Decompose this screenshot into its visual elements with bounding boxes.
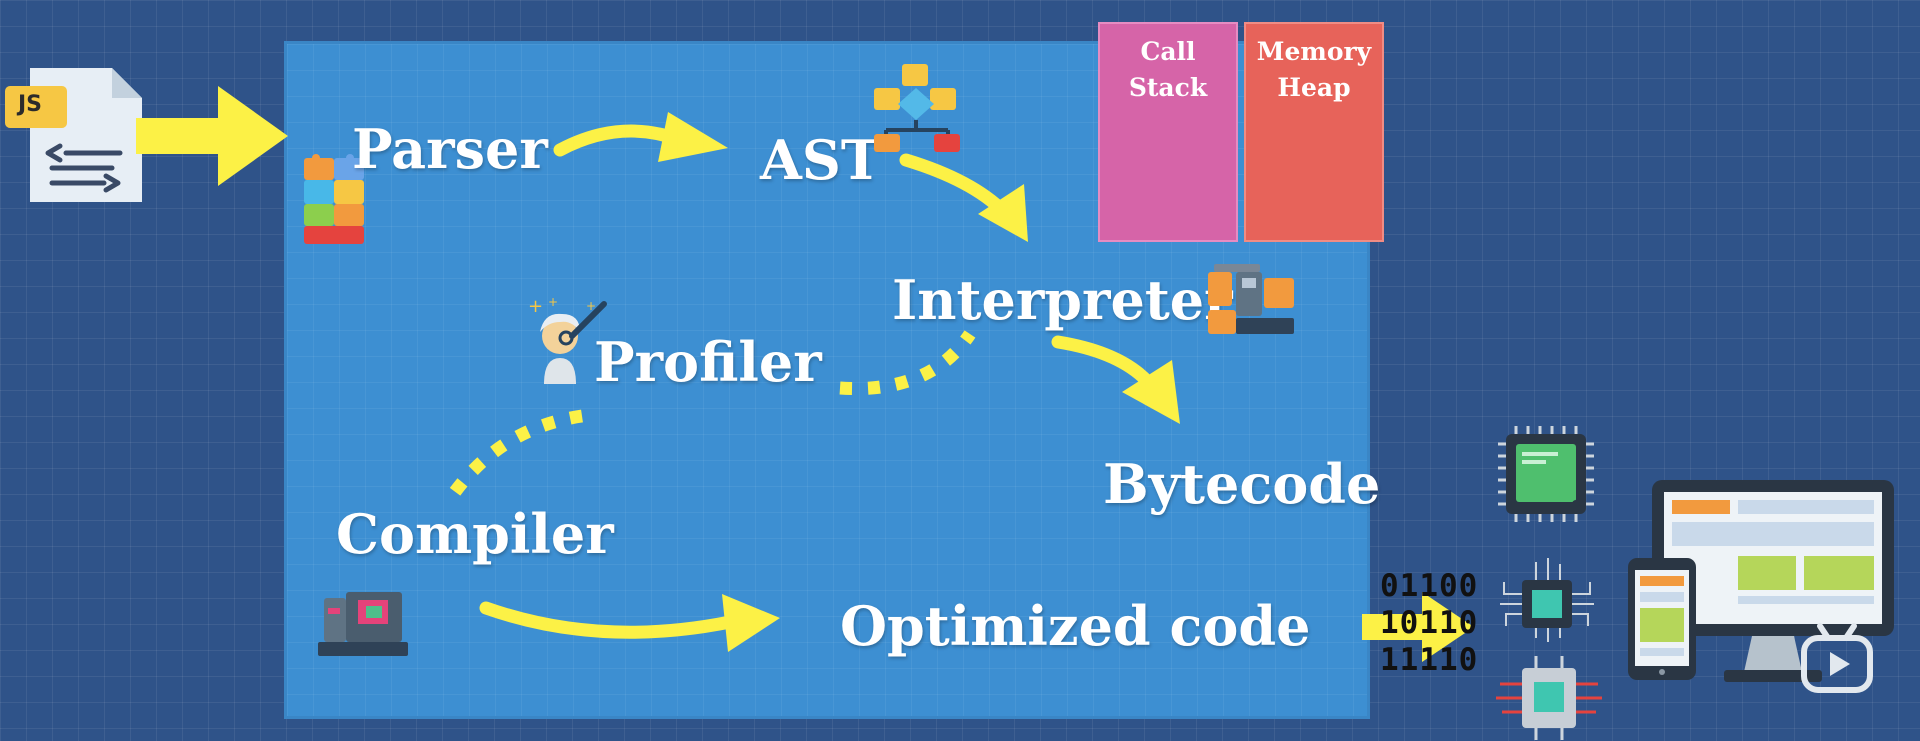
compiler-machine-icon <box>318 592 408 656</box>
profiler-label: Profiler <box>594 330 822 394</box>
chip-board-icon <box>1496 656 1602 740</box>
parser-label: Parser <box>352 117 548 181</box>
play-icon[interactable] <box>1800 623 1874 694</box>
engine-machine-icon <box>1208 264 1294 334</box>
call-stack-label: Call Stack <box>1128 37 1208 102</box>
blocks-icon <box>304 154 364 244</box>
circuit-chip-icon <box>1500 558 1594 642</box>
binary-line: 10110 <box>1380 605 1479 641</box>
memory-heap-box: Memory Heap <box>1244 22 1384 242</box>
svg-text:+: + <box>548 295 558 309</box>
desktop-monitor-icon <box>1652 480 1894 682</box>
binary-line: 11110 <box>1380 642 1479 678</box>
cpu-chip-icon <box>1498 426 1594 522</box>
output-arrow <box>1362 592 1474 662</box>
phone-icon <box>1628 558 1696 680</box>
bytecode-label: Bytecode <box>1103 452 1381 516</box>
input-arrow <box>136 86 288 186</box>
svg-text:+: + <box>528 296 543 317</box>
compiler-label: Compiler <box>336 502 614 566</box>
binary-line: 01100 <box>1380 568 1479 604</box>
optimized-code-label: Optimized code <box>840 594 1311 658</box>
memory-heap-label: Memory Heap <box>1256 37 1372 102</box>
scientist-icon: + + + <box>528 295 607 384</box>
js-file-icon <box>5 68 142 202</box>
ast-tree-icon <box>874 64 960 152</box>
interpreter-label: Interpreter <box>892 268 1233 332</box>
svg-text:+: + <box>586 299 596 313</box>
js-badge-label: JS <box>18 92 43 117</box>
binary-block: 01100 10110 11110 <box>1380 568 1478 679</box>
ast-label: AST <box>760 128 882 192</box>
call-stack-box: Call Stack <box>1098 22 1238 242</box>
